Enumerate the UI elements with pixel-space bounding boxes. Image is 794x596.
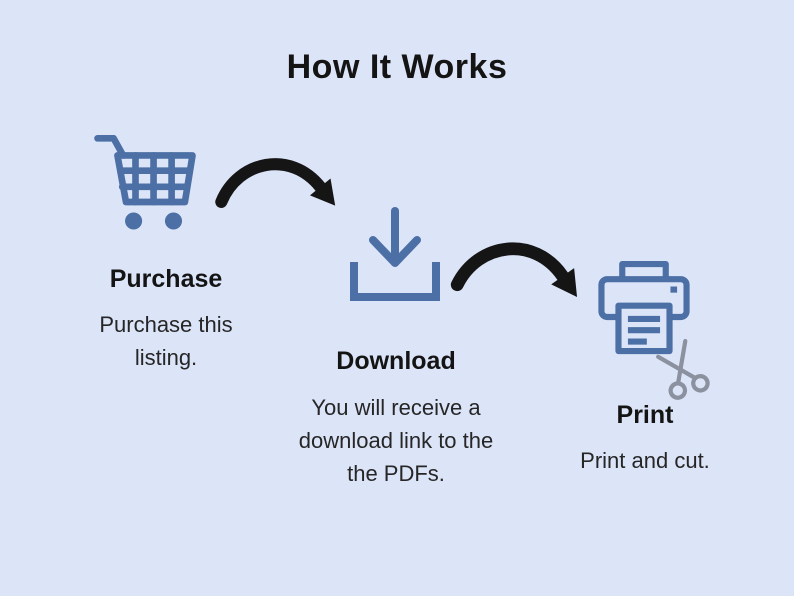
step-label-download: Download	[336, 347, 456, 375]
step-description-download: You will receive a download link to the …	[298, 395, 494, 486]
printer-scissors-icon	[592, 258, 716, 408]
step-description-purchase: Purchase this listing.	[99, 312, 233, 370]
shopping-cart-icon	[88, 124, 202, 242]
curved-arrow-icon	[212, 144, 352, 246]
scissors-icon	[645, 326, 721, 408]
step-label-purchase: Purchase	[109, 265, 223, 293]
curved-arrow-icon	[445, 223, 600, 333]
step-label-print: Print	[616, 401, 674, 429]
download-icon	[340, 202, 450, 314]
page-title: How It Works	[286, 48, 508, 86]
step-description-print: Print and cut.	[580, 448, 710, 473]
printer-icon	[592, 258, 696, 376]
